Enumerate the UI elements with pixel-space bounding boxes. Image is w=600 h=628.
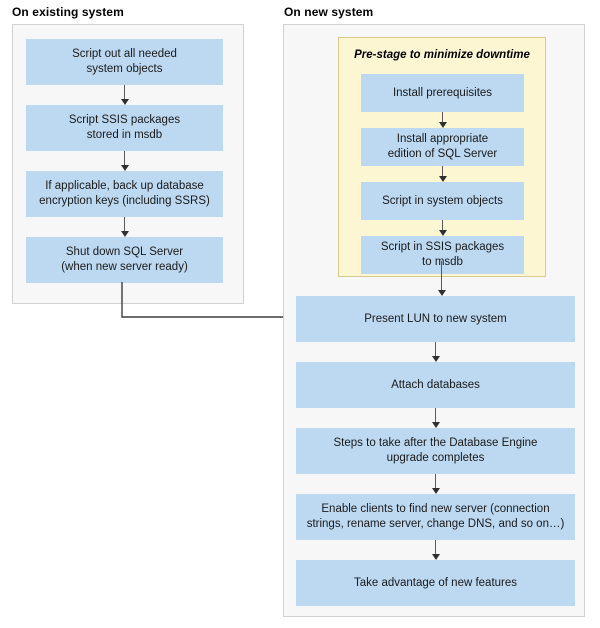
node-line-2: to msdb — [422, 256, 463, 268]
node-line-1: Script in system objects — [382, 194, 503, 207]
arrow-down-icon — [430, 342, 441, 362]
node-install-edition-sql-server[interactable]: Install appropriate edition of SQL Serve… — [361, 128, 524, 166]
node-script-ssis-packages[interactable]: Script SSIS packages stored in msdb — [26, 105, 223, 151]
arrow-down-icon — [119, 217, 130, 237]
node-present-lun[interactable]: Present LUN to new system — [296, 296, 575, 342]
prestage-title: Pre-stage to minimize downtime — [354, 49, 530, 61]
arrow-down-icon — [430, 474, 441, 494]
arrow-down-icon — [119, 85, 130, 105]
node-enable-clients[interactable]: Enable clients to find new server (conne… — [296, 494, 575, 540]
node-line-1: If applicable, back up database — [45, 180, 204, 192]
group-prestage: Pre-stage to minimize downtime Install p… — [338, 37, 546, 277]
node-script-in-ssis-packages[interactable]: Script in SSIS packages to msdb — [361, 236, 524, 274]
node-line-1: Steps to take after the Database Engine — [333, 437, 538, 449]
arrow-down-icon — [436, 261, 447, 296]
node-script-in-system-objects[interactable]: Script in system objects — [361, 182, 524, 220]
node-attach-databases[interactable]: Attach databases — [296, 362, 575, 408]
node-line-1: Script in SSIS packages — [380, 241, 505, 253]
node-shut-down-sql-server[interactable]: Shut down SQL Server (when new server re… — [26, 237, 223, 283]
arrow-down-icon — [437, 112, 448, 128]
node-install-prerequisites[interactable]: Install prerequisites — [361, 74, 524, 112]
arrow-down-icon — [430, 408, 441, 428]
node-post-upgrade-steps[interactable]: Steps to take after the Database Engine … — [296, 428, 575, 474]
node-line-1: Script SSIS packages — [68, 114, 181, 126]
node-line-2: stored in msdb — [86, 129, 163, 141]
node-line-2: encryption keys (including SSRS) — [39, 195, 210, 207]
node-line-1: Install prerequisites — [392, 86, 493, 99]
node-script-out-system-objects[interactable]: Script out all needed system objects — [26, 39, 223, 85]
panel-title-existing-system: On existing system — [12, 5, 124, 19]
node-line-1: Shut down SQL Server — [65, 246, 184, 258]
arrow-down-icon — [437, 166, 448, 182]
node-line-1: Script out all needed — [72, 48, 177, 60]
arrow-down-icon — [437, 220, 448, 236]
node-back-up-encryption-keys[interactable]: If applicable, back up database encrypti… — [26, 171, 223, 217]
node-line-2: upgrade completes — [386, 452, 485, 464]
node-line-1: Attach databases — [391, 378, 480, 391]
arrow-down-icon — [430, 540, 441, 560]
node-line-2: edition of SQL Server — [387, 148, 498, 160]
panel-new-system: Pre-stage to minimize downtime Install p… — [283, 24, 585, 617]
panel-title-new-system: On new system — [284, 5, 374, 19]
arrow-down-icon — [119, 151, 130, 171]
node-line-1: Install appropriate — [396, 133, 489, 145]
panel-existing-system: Script out all needed system objects Scr… — [12, 24, 244, 304]
node-line-1: Take advantage of new features — [353, 576, 518, 589]
node-line-2: system objects — [86, 63, 163, 75]
node-line-1: Enable clients to find new server (conne… — [321, 503, 550, 515]
node-line-2: (when new server ready) — [61, 261, 188, 273]
node-line-1: Present LUN to new system — [364, 312, 507, 325]
node-line-2: strings, rename server, change DNS, and … — [306, 518, 565, 530]
node-take-advantage-new-features[interactable]: Take advantage of new features — [296, 560, 575, 606]
